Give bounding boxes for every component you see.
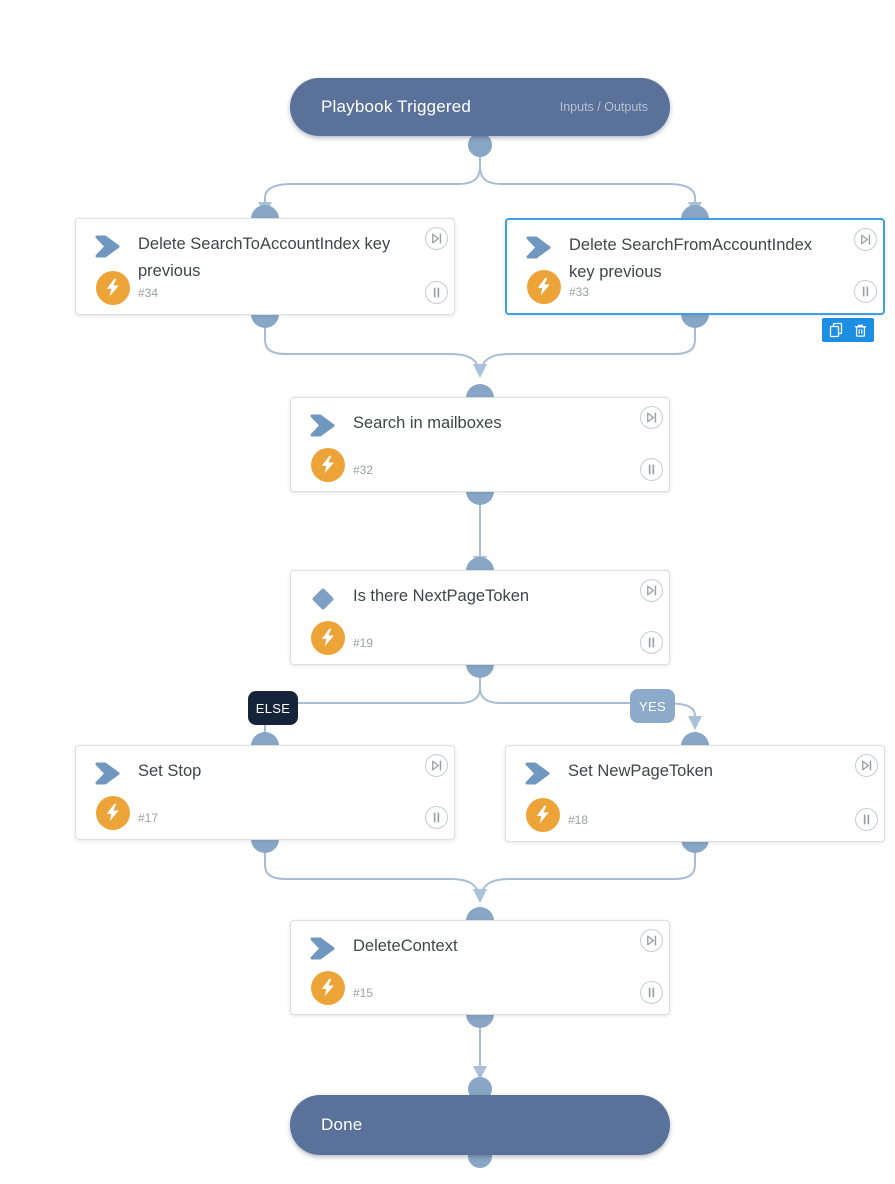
edge-header-to-33 xyxy=(479,150,696,203)
task-id: #15 xyxy=(353,986,374,1000)
chevron-task-icon xyxy=(525,762,550,785)
playbook-trigger-node[interactable]: Playbook Triggered Inputs / Outputs xyxy=(290,78,670,136)
task-title: Search in mailboxes xyxy=(353,414,502,432)
skip-run-icon[interactable] xyxy=(425,754,448,777)
lightning-icon xyxy=(311,448,345,482)
task-node-15[interactable]: DeleteContext #15 xyxy=(290,920,670,1015)
skip-run-icon[interactable] xyxy=(425,227,448,250)
branch-label-else[interactable]: ELSE xyxy=(248,691,298,725)
task-node-18[interactable]: Set NewPageToken #18 xyxy=(505,745,885,842)
trash-icon xyxy=(854,324,866,337)
chevron-task-icon xyxy=(310,937,335,960)
pause-icon[interactable] xyxy=(855,808,878,831)
skip-run-icon[interactable] xyxy=(640,406,663,429)
pause-icon[interactable] xyxy=(640,458,663,481)
pause-icon[interactable] xyxy=(425,806,448,829)
task-title: Delete SearchToAccountIndex key previous xyxy=(138,235,391,280)
chevron-task-icon xyxy=(95,762,120,785)
task-id: #19 xyxy=(353,636,374,650)
diamond-condition-icon xyxy=(312,588,334,610)
delete-node-button[interactable] xyxy=(850,320,870,340)
edge-34-to-32 xyxy=(264,318,479,367)
edges xyxy=(264,150,696,1067)
chevron-task-icon xyxy=(95,235,120,258)
task-id: #34 xyxy=(138,286,159,300)
skip-run-icon[interactable] xyxy=(854,228,877,251)
lightning-icon xyxy=(526,798,560,832)
task-node-17[interactable]: Set Stop #17 xyxy=(75,745,455,840)
condition-node-19[interactable]: Is there NextPageToken #19 xyxy=(290,570,670,665)
task-id: #18 xyxy=(568,813,589,827)
connector-dot-header-out[interactable] xyxy=(468,133,492,157)
done-title: Done xyxy=(321,1115,363,1134)
task-node-34[interactable]: Delete SearchToAccountIndex key previous… xyxy=(75,218,455,315)
skip-run-icon[interactable] xyxy=(855,754,878,777)
task-title: DeleteContext xyxy=(353,937,458,955)
task-id: #33 xyxy=(569,285,590,299)
skip-run-icon[interactable] xyxy=(640,929,663,952)
pause-icon[interactable] xyxy=(640,981,663,1004)
pause-icon[interactable] xyxy=(640,631,663,654)
task-id: #32 xyxy=(353,463,374,477)
copy-node-button[interactable] xyxy=(826,320,846,340)
edge-header-to-34 xyxy=(264,150,481,203)
condition-title: Is there NextPageToken xyxy=(353,587,530,605)
task-node-32[interactable]: Search in mailboxes #32 xyxy=(290,397,670,492)
lightning-icon xyxy=(96,271,130,305)
playbook-trigger-title: Playbook Triggered xyxy=(321,97,472,116)
pause-icon[interactable] xyxy=(854,280,877,303)
inputs-outputs-link[interactable]: Inputs / Outputs xyxy=(559,100,648,114)
arrow-into-32 xyxy=(473,364,487,378)
arrow-into-15 xyxy=(473,889,487,903)
edge-18-to-15 xyxy=(481,843,696,892)
chevron-task-icon xyxy=(526,236,551,259)
copy-icon xyxy=(829,322,843,338)
edge-17-to-15 xyxy=(264,843,479,892)
task-id: #17 xyxy=(138,811,159,825)
lightning-icon xyxy=(311,621,345,655)
pause-icon[interactable] xyxy=(425,281,448,304)
task-title: Set Stop xyxy=(138,762,202,780)
task-node-33[interactable]: Delete SearchFromAccountIndex key previo… xyxy=(505,218,885,315)
done-node[interactable]: Done xyxy=(290,1095,670,1155)
chevron-task-icon xyxy=(310,414,335,437)
task-title: Set NewPageToken xyxy=(568,762,713,780)
lightning-icon xyxy=(311,971,345,1005)
arrow-into-18 xyxy=(688,716,702,730)
arrow-into-done xyxy=(473,1066,487,1080)
node-actions-toolbar xyxy=(822,318,874,342)
skip-run-icon[interactable] xyxy=(640,579,663,602)
edge-19-to-yes xyxy=(479,668,696,717)
edge-33-to-32 xyxy=(481,318,696,367)
lightning-icon xyxy=(96,796,130,830)
task-title: Delete SearchFromAccountIndex key previo… xyxy=(569,236,813,281)
branch-label-yes[interactable]: YES xyxy=(630,689,675,723)
lightning-icon xyxy=(527,270,561,304)
